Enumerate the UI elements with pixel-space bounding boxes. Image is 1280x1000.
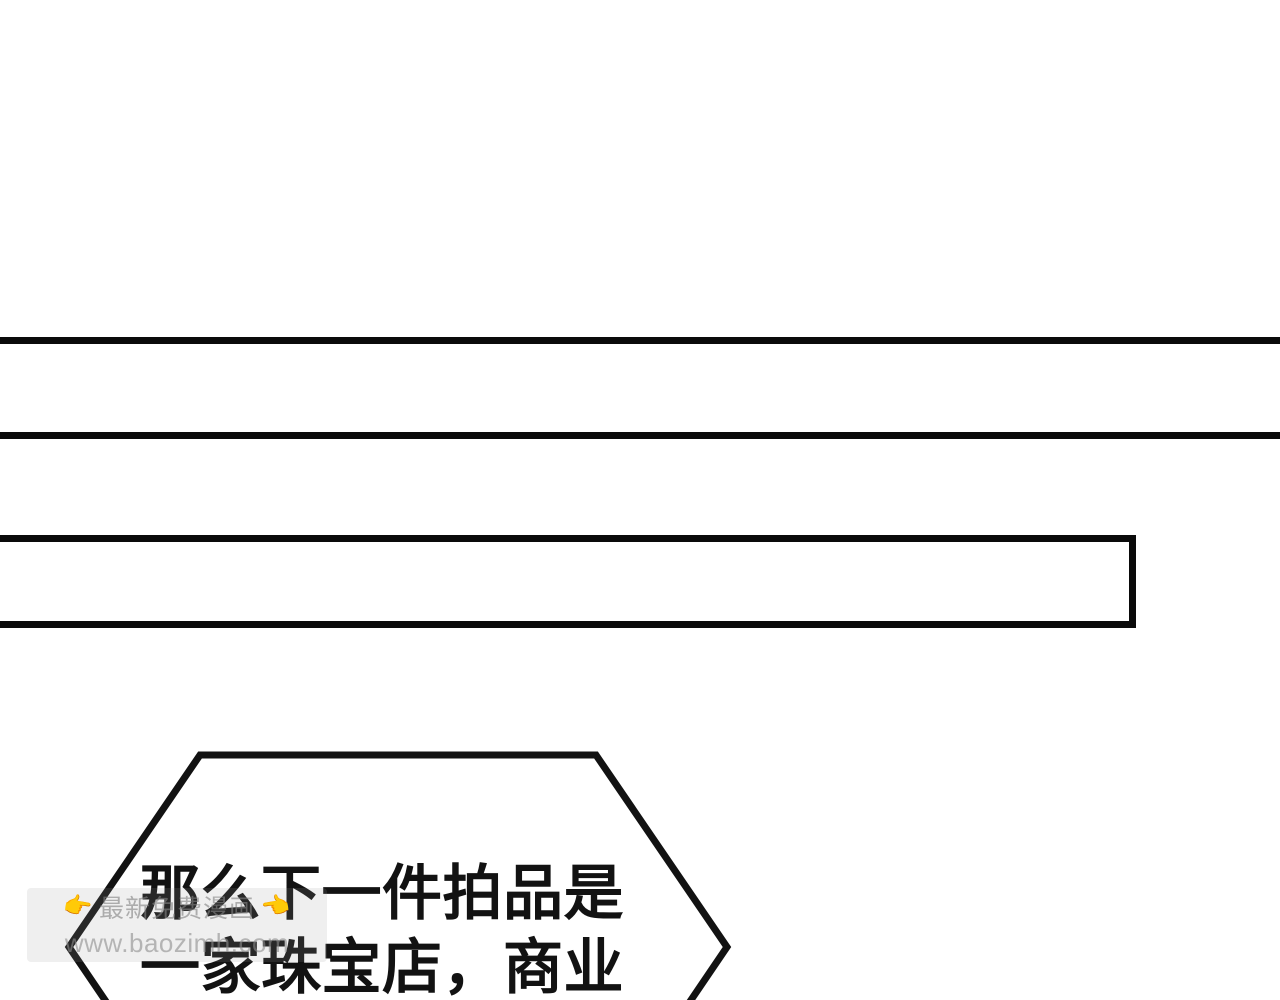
watermark-tagline-row: 👈 最新免费漫画 👈 — [27, 888, 327, 925]
site-watermark: 👈 最新免费漫画 👈 www.baozimh.com — [27, 888, 327, 962]
pointing-hand-icon-right: 👈 — [258, 890, 292, 922]
watermark-tagline: 最新免费漫画 — [98, 893, 255, 923]
balloon-dialogue: 那么下一件拍品是 一家珠宝店，商业 — [140, 857, 700, 1000]
pointing-hand-icon-left: 👈 — [62, 890, 96, 922]
panel-gutter-rule-top — [0, 337, 1280, 344]
watermark-url-row: www.baozimh.com — [27, 925, 327, 962]
dialogue-line-1: 那么下一件拍品是 — [140, 859, 624, 929]
watermark-url: www.baozimh.com — [64, 928, 290, 958]
empty-panel-frame — [0, 535, 1136, 628]
dialogue-line-2: 一家珠宝店，商业 — [140, 933, 624, 1000]
panel-gutter-rule-second — [0, 432, 1280, 439]
